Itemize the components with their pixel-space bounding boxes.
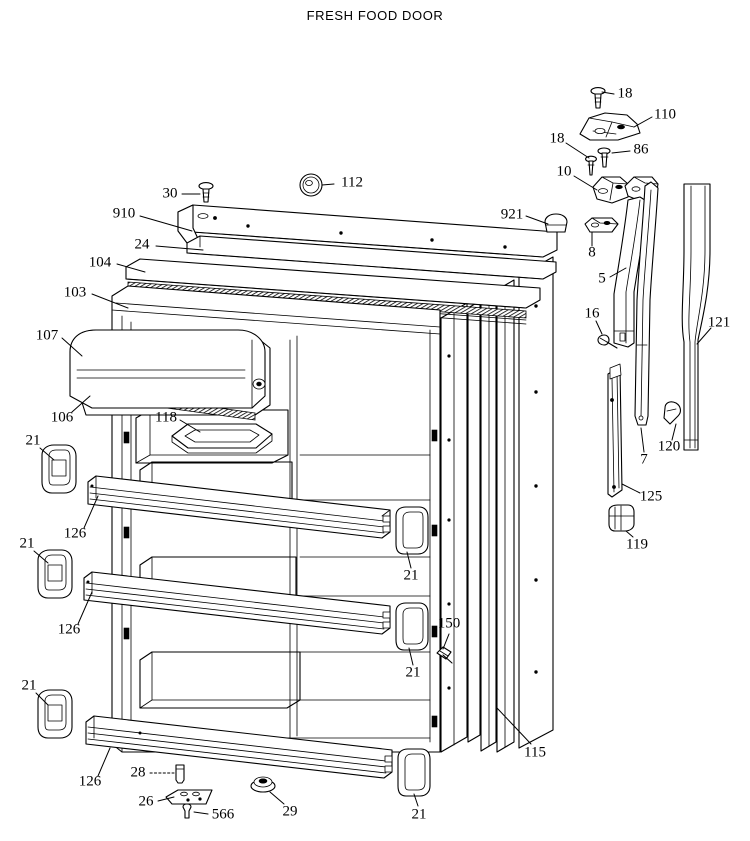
screw-18-mid [585,155,597,176]
handle-insert-7 [634,181,659,426]
callout-103: 103 [63,284,87,301]
dairy-compartment-lid-107 [69,329,266,409]
callout-118: 118 [155,409,177,426]
callout-126-upper: 126 [63,525,87,542]
callout-126-lower: 126 [78,773,102,790]
page-title: FRESH FOOD DOOR [306,8,444,23]
callout-5: 5 [598,270,606,287]
screw-30 [198,182,214,203]
callout-21-left-3: 21 [21,677,37,694]
top-trim-24 [186,235,557,280]
bracket-plate-26 [165,789,213,805]
callout-120: 120 [657,438,681,455]
rivet-566 [182,803,192,819]
round-plug-112 [299,173,323,197]
retainer-clip-119 [608,504,635,532]
grommet-29 [250,776,276,793]
callout-112: 112 [341,174,363,191]
top-hinge-110 [579,112,641,141]
door-top-cap-910 [177,204,558,258]
callout-125: 125 [639,488,663,505]
door-handle-121 [681,183,711,451]
callout-910: 910 [112,205,136,222]
hinge-bracket-10 [592,176,629,204]
bin-rail-126-lower [85,715,393,779]
trim-strip-125 [607,363,623,498]
callout-29: 29 [282,803,298,820]
plug-cap-921 [544,213,568,233]
door-gasket-115 [467,279,515,753]
callout-24: 24 [134,236,150,253]
callout-126-middle: 126 [57,621,81,638]
callout-921: 921 [500,206,524,223]
callout-106: 106 [50,409,74,426]
bin-end-cap-21-left-2 [37,549,73,599]
screw-150 [436,646,453,664]
screw-86 [597,147,611,168]
callout-26: 26 [138,793,154,810]
callout-21-left-2: 21 [19,535,35,552]
leader-lines [33,91,712,815]
callout-104: 104 [88,254,112,271]
bin-end-cap-21-right-2 [395,602,429,651]
handle-mount-8 [584,217,619,233]
callout-86: 86 [633,141,649,158]
pin-28 [175,764,185,784]
bin-end-cap-21-left-3 [37,689,73,739]
callout-30: 30 [162,185,178,202]
callout-121: 121 [707,314,731,331]
callout-110: 110 [654,106,676,123]
bin-end-cap-21-right-1 [395,506,429,555]
callout-21-right-3: 21 [411,806,427,823]
callout-21-right-1: 21 [403,567,419,584]
callout-566: 566 [211,806,235,823]
door-outer-panel [518,256,554,749]
bin-rail-126-upper [87,475,391,539]
callout-18-top: 18 [617,85,633,102]
callout-150: 150 [437,615,461,632]
callout-119: 119 [626,536,648,553]
screw-16 [597,334,618,349]
callout-16: 16 [584,305,600,322]
bin-rail-126-middle [83,571,391,635]
callout-18-mid: 18 [549,130,565,147]
door-inner-liner-edge [440,302,468,753]
callout-7: 7 [640,451,648,468]
callout-115: 115 [524,744,546,761]
callout-107: 107 [35,327,59,344]
callout-8: 8 [588,244,596,261]
callout-10: 10 [556,163,572,180]
screw-18-top [590,87,606,109]
callout-21-left-1: 21 [25,432,41,449]
callout-21-right-2: 21 [405,664,421,681]
bin-end-cap-21-right-3 [397,748,431,797]
bin-end-cap-21-left-1 [41,444,77,494]
callout-28: 28 [130,764,146,781]
end-plug-120 [663,401,681,425]
